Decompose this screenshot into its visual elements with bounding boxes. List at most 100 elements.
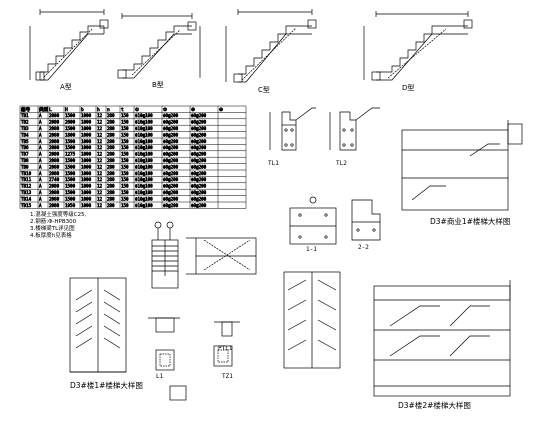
table-cell: Φ8@200 [163, 139, 179, 144]
stair-type-d-section [363, 11, 473, 81]
table-cell: 12 [97, 203, 103, 208]
tl-section-1 [269, 107, 316, 151]
table-cell: 1500 [65, 177, 76, 182]
table-cell: 150 [121, 120, 129, 125]
table-cell: 150 [121, 139, 129, 144]
table-cell: Φ8@200 [163, 126, 179, 131]
table-cell: A [39, 203, 42, 208]
table-cell: Φ10@100 [135, 132, 153, 137]
table-cell: Φ8@200 [191, 152, 207, 157]
d3-shop-stair-detail [401, 120, 523, 211]
table-cell: 280 [107, 184, 115, 189]
table-cell: 1500 [65, 113, 76, 118]
table-cell: A [39, 164, 42, 169]
table-cell: TB1 [21, 113, 29, 118]
table-cell: Φ10@100 [135, 158, 153, 163]
d3-bldg-stair-1-detail [69, 277, 127, 373]
table-cell: 1000 [81, 190, 92, 195]
table-cell: Φ10@100 [135, 190, 153, 195]
table-cell: TB14 [21, 196, 32, 201]
table-header-cell: 编号 [21, 106, 31, 113]
table-cell: 280 [107, 120, 115, 125]
table-cell: 12 [97, 152, 103, 157]
table-cell: 150 [121, 184, 129, 189]
table-cell: A [39, 190, 42, 195]
table-cell: 2600 [65, 120, 76, 125]
table-cell: 1500 [65, 145, 76, 150]
table-header-cell: ③ [191, 107, 196, 113]
section-label-tz1: TZ1 [222, 373, 233, 380]
tl-section-2 [329, 107, 380, 151]
table-cell: Φ8@200 [163, 152, 179, 157]
title-d3-bldg-stair-1: D3#楼1#楼梯大样图 [70, 380, 143, 390]
table-cell: 1800 [65, 132, 76, 137]
table-cell: 150 [121, 152, 129, 157]
beam-detail-2 [214, 321, 240, 337]
table-cell: 1000 [81, 132, 92, 137]
table-cell: 1000 [81, 152, 92, 157]
table-cell: Φ10@100 [135, 120, 153, 125]
table-cell: 150 [121, 113, 129, 118]
table-cell: 1000 [81, 196, 92, 201]
stair-type-c-section [225, 9, 317, 83]
table-cell: 2080 [49, 132, 60, 137]
stair-plan-bottom-middle [283, 271, 341, 369]
table-cell: Φ10@100 [135, 184, 153, 189]
section-label-1-1: 1-1 [306, 246, 317, 253]
table-cell: A [39, 139, 42, 144]
table-cell: 280 [107, 152, 115, 157]
table-cell: 1500 [65, 164, 76, 169]
stair-type-c-label: C型 [258, 85, 270, 94]
table-cell: 12 [97, 132, 103, 137]
table-cell: A [39, 145, 42, 150]
table-cell: 280 [107, 190, 115, 195]
table-cell: TB5 [21, 139, 29, 144]
section-label-tl1: TL1 [268, 160, 279, 167]
table-cell: 1000 [81, 126, 92, 131]
table-cell: 1500 [65, 139, 76, 144]
table-cell: 2080 [49, 145, 60, 150]
table-cell: 12 [97, 177, 103, 182]
table-cell: Φ10@100 [135, 196, 153, 201]
table-cell: Φ8@200 [191, 126, 207, 131]
table-header-cell: ② [163, 107, 168, 113]
table-cell: TB4 [21, 132, 29, 137]
table-cell: 280 [107, 177, 115, 182]
table-cell: 1275 [65, 152, 76, 157]
table-cell: Φ10@100 [135, 126, 153, 131]
stair-type-a-label: A型 [60, 82, 72, 91]
table-header-cell: 类型 [39, 106, 49, 113]
table-cell: Φ8@200 [163, 145, 179, 150]
table-cell: 150 [121, 171, 129, 176]
table-cell: Φ8@200 [191, 164, 207, 169]
table-cell: 2080 [49, 120, 60, 125]
note-2: 2.钢筋:Φ-HPB300 [30, 217, 77, 225]
table-cell: Φ8@200 [163, 113, 179, 118]
table-header-cell: ④ [219, 107, 224, 113]
table-cell: A [39, 126, 42, 131]
table-cell: 2080 [49, 158, 60, 163]
table-cell: A [39, 132, 42, 137]
table-cell: Φ8@200 [163, 190, 179, 195]
table-cell: 1000 [81, 177, 92, 182]
table-cell: 1500 [65, 171, 76, 176]
table-cell: Φ8@200 [163, 196, 179, 201]
table-cell: 2080 [49, 171, 60, 176]
table-cell: 150 [121, 158, 129, 163]
table-header-cell: H [65, 107, 68, 113]
table-cell: 2080 [49, 139, 60, 144]
stair-type-b-label: B型 [152, 80, 164, 89]
table-cell: Φ10@100 [135, 113, 153, 118]
table-cell: TB8 [21, 158, 29, 163]
table-cell: A [39, 171, 42, 176]
table-cell: 280 [107, 171, 115, 176]
table-cell: 150 [121, 164, 129, 169]
table-cell: Φ10@100 [135, 139, 153, 144]
table-cell: 1500 [65, 184, 76, 189]
stair-type-a-section [29, 9, 109, 81]
table-cell: Φ8@200 [191, 113, 207, 118]
table-cell: 1000 [81, 158, 92, 163]
note-1: 1.混凝土强度等级C25, [30, 210, 87, 218]
table-cell: 1000 [81, 184, 92, 189]
